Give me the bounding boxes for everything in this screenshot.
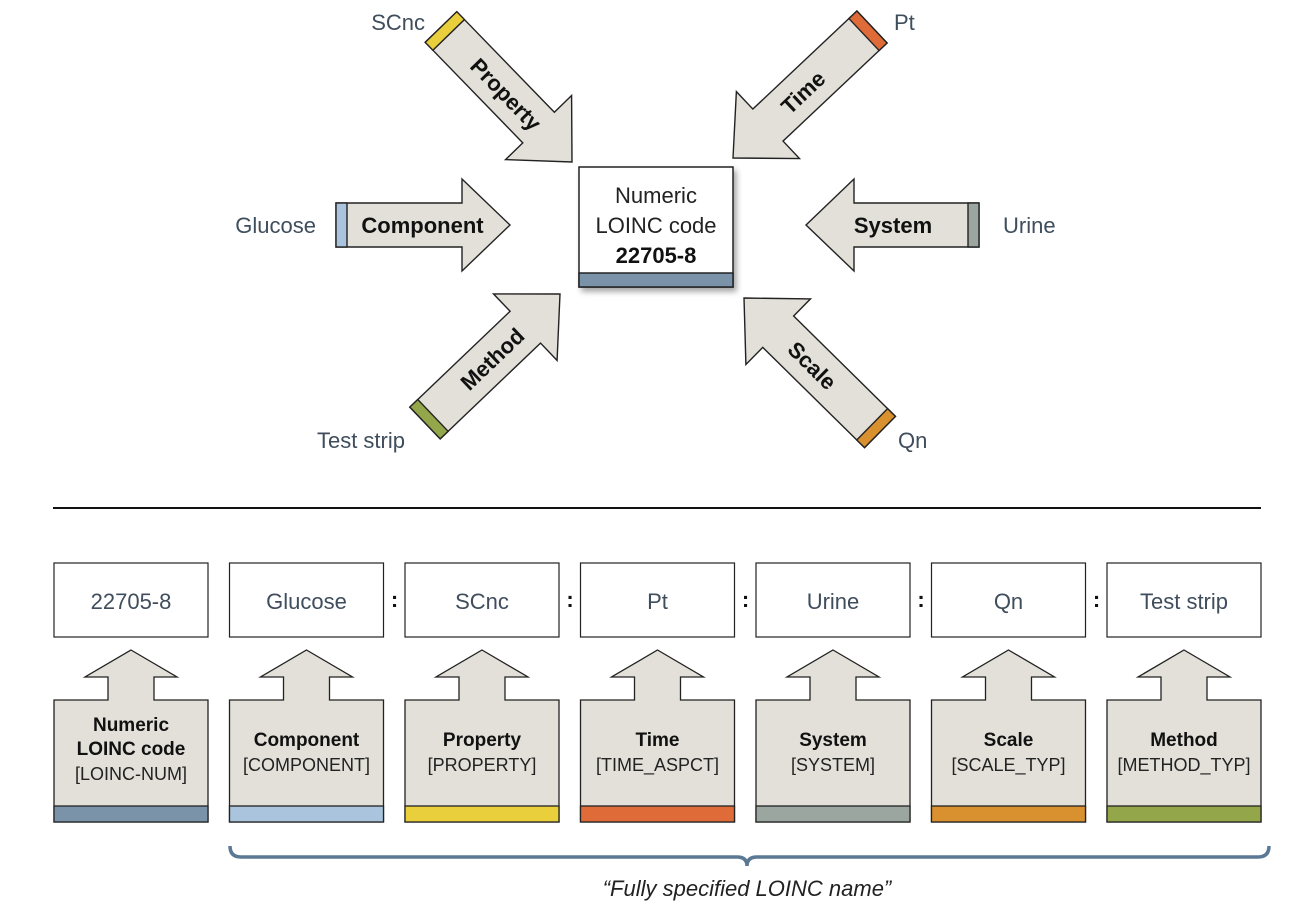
center-box-frame	[578, 166, 734, 288]
arrow-scale: Scale	[743, 297, 897, 449]
name-color-bar-loinc-num	[53, 805, 209, 823]
name-title-system: System	[799, 730, 867, 751]
name-separator: :	[917, 587, 924, 612]
name-title-method: Method	[1150, 730, 1218, 751]
arrow-method-color-stripe	[408, 398, 450, 440]
name-value-box-loinc-num	[53, 562, 209, 638]
name-value-time: Pt	[647, 589, 668, 614]
arrow-method-value: Test strip	[317, 428, 405, 453]
name-color-bar-scale	[930, 805, 1087, 823]
name-field-loinc-num: [LOINC-NUM]	[75, 764, 187, 784]
arrow-method: Method	[408, 293, 561, 440]
name-value-property: SCnc	[455, 589, 509, 614]
center-box-line1: Numeric	[615, 183, 697, 208]
name-field-method: [METHOD_TYP]	[1117, 755, 1250, 776]
arrow-system: System	[804, 177, 980, 273]
arrow-property-color-stripe	[424, 10, 466, 52]
arrow-system-label: System	[854, 213, 932, 238]
name-value-component: Glucose	[266, 589, 347, 614]
name-title-property: Property	[443, 730, 522, 751]
arrow-time: Time	[732, 10, 889, 160]
center-box-line2: LOINC code	[595, 213, 716, 238]
arrow-component: Component	[335, 177, 512, 273]
name-title-scale: Scale	[984, 730, 1034, 751]
arrow-method-shape	[408, 293, 561, 440]
center-box-code: 22705-8	[616, 243, 697, 268]
name-field-scale: [SCALE_TYP]	[951, 755, 1065, 776]
name-value-scale: Qn	[994, 589, 1023, 614]
name-color-bar-time	[579, 805, 736, 823]
fully-specified-bracket	[228, 845, 1271, 867]
name-value-loinc-num: 22705-8	[91, 589, 172, 614]
name-value-box-scale	[930, 562, 1087, 638]
arrow-component-color-stripe	[335, 202, 348, 248]
name-separator: :	[566, 587, 573, 612]
name-value-box-system	[755, 562, 911, 638]
arrow-property: Property	[424, 10, 573, 163]
name-separator: :	[742, 587, 749, 612]
name-field-system: [SYSTEM]	[791, 755, 875, 775]
name-value-box-method	[1106, 562, 1262, 638]
name-attribute-box-loinc-num	[53, 649, 209, 823]
name-field-component: [COMPONENT]	[243, 755, 370, 775]
arrow-time-color-stripe	[847, 10, 889, 52]
name-value-method: Test strip	[1140, 589, 1228, 614]
name-color-bar-system	[755, 805, 911, 823]
name-field-property: [PROPERTY]	[428, 755, 537, 775]
name-field-time: [TIME_ASPCT]	[596, 755, 719, 776]
name-title2-loinc-num: LOINC code	[77, 739, 186, 760]
name-color-bar-component	[228, 805, 385, 823]
arrow-system-value: Urine	[1003, 213, 1056, 238]
arrow-component-label: Component	[361, 213, 484, 238]
arrow-property-shape	[424, 10, 573, 163]
name-value-box-component	[228, 562, 385, 638]
name-value-box-time	[579, 562, 736, 638]
fully-specified-caption: “Fully specified LOINC name”	[603, 876, 893, 901]
name-title-component: Component	[254, 730, 360, 751]
arrow-system-color-stripe	[967, 202, 980, 248]
arrow-system-shape	[804, 177, 980, 273]
arrow-time-shape	[732, 10, 889, 160]
name-title-time: Time	[635, 730, 679, 751]
name-separator: :	[1093, 587, 1100, 612]
name-color-bar-method	[1106, 805, 1262, 823]
center-box-color-bar	[578, 272, 734, 288]
arrow-scale-value: Qn	[898, 428, 927, 453]
arrow-property-value: SCnc	[371, 10, 425, 35]
name-title-loinc-num: Numeric	[93, 715, 169, 736]
arrow-time-value: Pt	[894, 10, 915, 35]
name-separator: :	[391, 587, 398, 612]
name-value-box-property	[404, 562, 560, 638]
arrow-component-shape	[335, 177, 512, 273]
name-value-system: Urine	[807, 589, 860, 614]
arrow-scale-shape	[743, 297, 897, 449]
arrow-component-value: Glucose	[235, 213, 316, 238]
name-color-bar-property	[404, 805, 560, 823]
center-loinc-code-box: Numeric LOINC code 22705-8	[578, 166, 734, 288]
arrow-scale-color-stripe	[855, 407, 897, 449]
